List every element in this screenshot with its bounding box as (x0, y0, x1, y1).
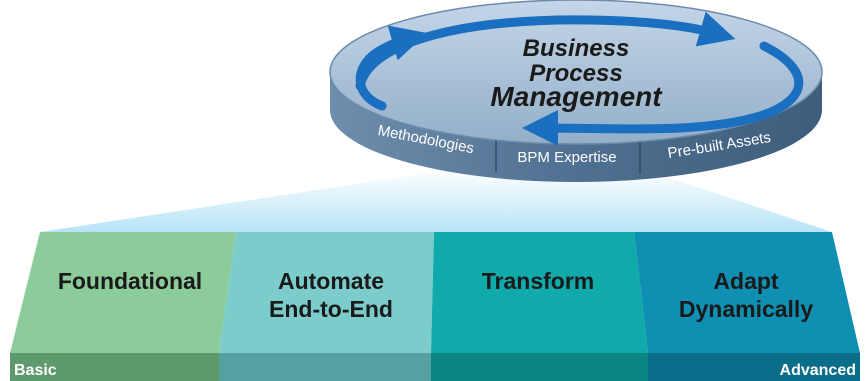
stage-adapt: Adapt Dynamically (634, 232, 860, 381)
disc-rim (330, 72, 822, 182)
disc-title-line-1: Business (523, 35, 630, 62)
stage-adapt-label-2: Dynamically (679, 296, 813, 322)
maturity-panel: Foundational Automate End-to-End Transfo… (10, 232, 860, 381)
stage-transform-label-1: Transform (482, 268, 594, 294)
disc-title-line-2: Process (529, 60, 622, 87)
cycle-arrow-right (522, 41, 804, 147)
light-beam (40, 168, 832, 232)
rim-label-bpm-expertise: BPM Expertise (517, 149, 616, 166)
stage-transform-face (431, 232, 648, 353)
stage-transform-band (431, 353, 648, 381)
stage-foundational-face (10, 232, 236, 353)
stage-automate-band (219, 353, 431, 381)
bpm-disc: Business Process Management Methodologie… (329, 0, 823, 182)
disc-title-line-3: Management (490, 81, 663, 112)
stage-adapt-band (648, 353, 860, 381)
stage-adapt-face (634, 232, 860, 353)
cycle-arrow-top (355, 11, 736, 91)
stage-automate: Automate End-to-End (219, 232, 434, 381)
stage-foundational-label-1: Foundational (58, 268, 202, 294)
stage-automate-face (219, 232, 434, 353)
stage-foundational: Foundational (10, 232, 236, 381)
scale-start-label: Basic (14, 362, 57, 379)
cycle-arrow-left (355, 25, 428, 111)
scale-end-label: Advanced (780, 362, 856, 379)
stage-automate-label-2: End-to-End (269, 296, 393, 322)
stage-transform: Transform (431, 232, 648, 381)
stage-automate-label-1: Automate (278, 268, 384, 294)
stage-adapt-label-1: Adapt (713, 268, 779, 294)
stage-foundational-band (10, 353, 219, 381)
